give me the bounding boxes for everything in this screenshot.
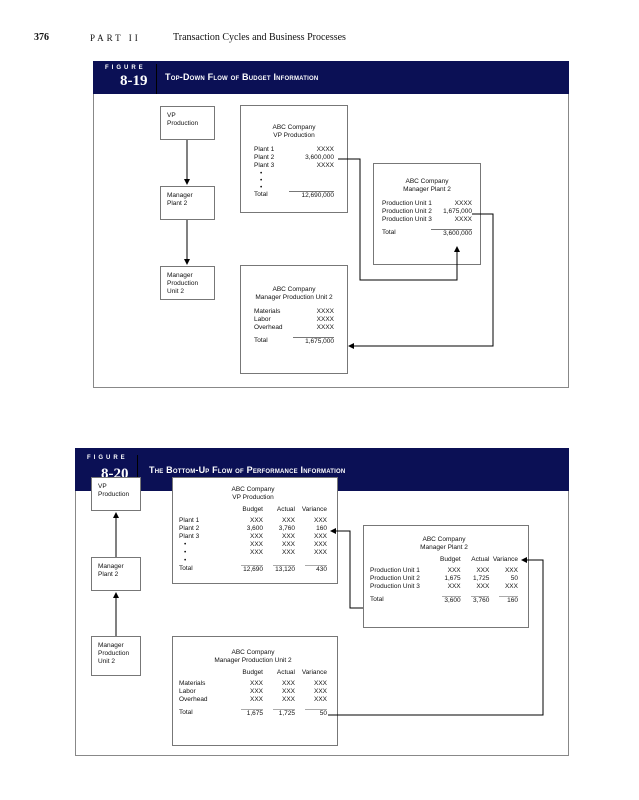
ellipsis-dots: •••	[260, 170, 263, 191]
column-header: Variance	[492, 556, 518, 563]
figure-label: FIGURE	[105, 65, 146, 71]
figure-title: Top-Down Flow of Budget Information	[165, 72, 319, 82]
statement-title: VP Production	[232, 494, 274, 501]
connector-unit-2-performance	[328, 557, 544, 716]
table-row: •	[184, 557, 187, 564]
company-name: ABC Company	[272, 124, 316, 131]
column-header: Budget	[242, 506, 263, 513]
column-header: Actual	[276, 506, 295, 513]
connector-plant-2-budget	[338, 158, 460, 281]
divider	[137, 455, 138, 491]
part-label: PART II	[90, 33, 141, 43]
statement-title: VP Production	[273, 132, 315, 139]
vp-production-box: VP Production	[160, 106, 215, 140]
column-header: Variance	[301, 669, 327, 676]
company-name: ABC Company	[231, 486, 275, 493]
column-header: Variance	[301, 506, 327, 513]
column-header: Budget	[440, 556, 461, 563]
statement-title: Manager Production Unit 2	[214, 657, 292, 664]
column-headers: Budget Actual Variance	[179, 669, 327, 677]
chapter-title: Transaction Cycles and Business Processe…	[173, 32, 346, 43]
column-header: Actual	[471, 556, 490, 563]
column-headers: Budget Actual Variance	[179, 506, 327, 514]
figure-8-19-header: FIGURE 8-19 Top-Down Flow of Budget Info…	[93, 61, 569, 94]
column-header: Budget	[242, 669, 263, 676]
figure-label: FIGURE	[87, 455, 128, 461]
company-name: ABC Company	[231, 649, 275, 656]
figure-title: The Bottom-Up Flow of Performance Inform…	[149, 465, 346, 475]
manager-plant-2-box: Manager Plant 2	[160, 186, 215, 220]
statement-title: Manager Plant 2	[420, 544, 468, 551]
column-header: Actual	[276, 669, 295, 676]
connector-unit-2-budget	[348, 213, 494, 349]
connector-plant-2-performance	[330, 528, 363, 609]
company-name: ABC Company	[422, 536, 466, 543]
divider	[156, 64, 157, 94]
page-number: 376	[34, 32, 49, 43]
manager-production-unit-2-box: Manager Production Unit 2	[160, 266, 215, 300]
manager-plant-2-box: Manager Plant 2	[91, 557, 141, 591]
figure-number: 8-19	[120, 73, 148, 89]
manager-production-unit-2-box: Manager Production Unit 2	[91, 636, 141, 676]
vp-production-box: VP Production	[91, 477, 141, 511]
